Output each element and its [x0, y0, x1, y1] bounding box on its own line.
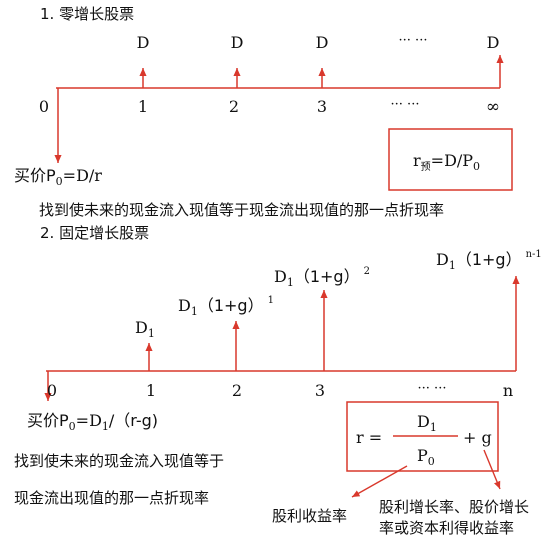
s1-time-label: 2 — [229, 97, 239, 116]
s1-dividend-label: D — [231, 33, 244, 52]
s2-formula-numerator: D1 — [417, 412, 437, 434]
s1-time-label: ∞ — [486, 97, 500, 117]
s2-formula-box — [346, 401, 499, 472]
s2-callout-arrow — [351, 465, 408, 498]
s1-dividend-label: D — [316, 33, 329, 52]
s2-time-ellipsis: ··· ··· — [418, 381, 447, 396]
s2-time-label: 2 — [232, 381, 242, 400]
s1-time-label: 3 — [317, 97, 327, 116]
s1-time-ellipsis: ··· ··· — [391, 97, 420, 112]
s1-dividend-label: D — [487, 33, 500, 52]
s1-purchase-price: 买价P0=D/r — [14, 166, 102, 188]
s2-dividend-label: D1（1+g）1 — [178, 295, 274, 318]
s2-dividend-label: D1（1+g）2 — [274, 266, 370, 289]
s2-formula-plus-g: + g — [463, 428, 492, 447]
s2-note-line2: 现金流出现值的那一点折现率 — [14, 489, 209, 507]
s1-dividend-ellipsis: ··· ··· — [399, 33, 428, 48]
s2-purchase-price: 买价P0=D1/（r-g) — [27, 411, 158, 433]
s1-time-label: 0 — [39, 97, 49, 116]
s1-time-label: 1 — [138, 97, 148, 116]
s2-callout-growth-line1: 股利增长率、股价增长 — [379, 498, 529, 516]
s2-formula-denominator: P0 — [417, 446, 435, 468]
s2-time-label: n — [503, 381, 513, 400]
s2-dividend-label: D1 — [135, 318, 155, 340]
s2-time-label: 0 — [47, 381, 57, 400]
s2-dividend-label: D1（1+g）n-1 — [436, 249, 542, 272]
s2-formula-lhs: r = — [356, 428, 382, 447]
s2-note-line1: 找到使未来的现金流入现值等于 — [14, 452, 224, 470]
s2-time-label: 3 — [315, 381, 325, 400]
s1-note: 找到使未来的现金流入现值等于现金流出现值的那一点折现率 — [39, 201, 444, 219]
section1-title: 1. 零增长股票 — [40, 5, 134, 23]
s2-time-label: 1 — [146, 381, 156, 400]
s1-rate-formula: r预=D/P0 — [413, 151, 480, 173]
s1-rate-box — [388, 128, 513, 191]
s2-callout-arrow — [483, 449, 501, 490]
s2-callout-dividend-yield: 股利收益率 — [272, 507, 347, 525]
section2-title: 2. 固定增长股票 — [40, 224, 149, 242]
s1-dividend-label: D — [137, 33, 150, 52]
s2-callout-growth-line2: 率或资本利得收益率 — [379, 519, 514, 537]
